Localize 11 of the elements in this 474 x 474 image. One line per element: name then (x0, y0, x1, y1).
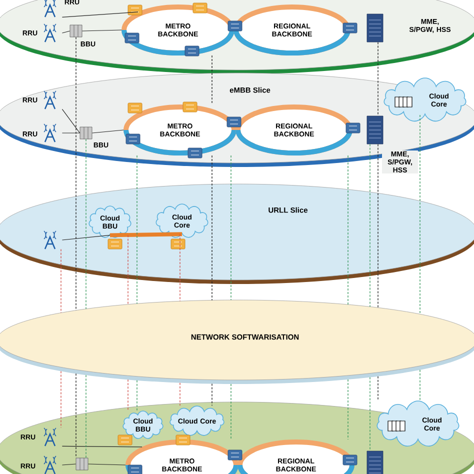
connector-line (88, 464, 126, 466)
connector-line (230, 384, 232, 440)
connector-line (136, 380, 138, 411)
connector-line (62, 12, 138, 18)
server-icon (76, 458, 88, 470)
connector-line (62, 464, 76, 466)
connector-line (82, 30, 122, 32)
connector-line (60, 370, 62, 428)
server-rack-icon (366, 450, 384, 474)
connector-line (62, 446, 142, 448)
connector-line (62, 30, 70, 34)
